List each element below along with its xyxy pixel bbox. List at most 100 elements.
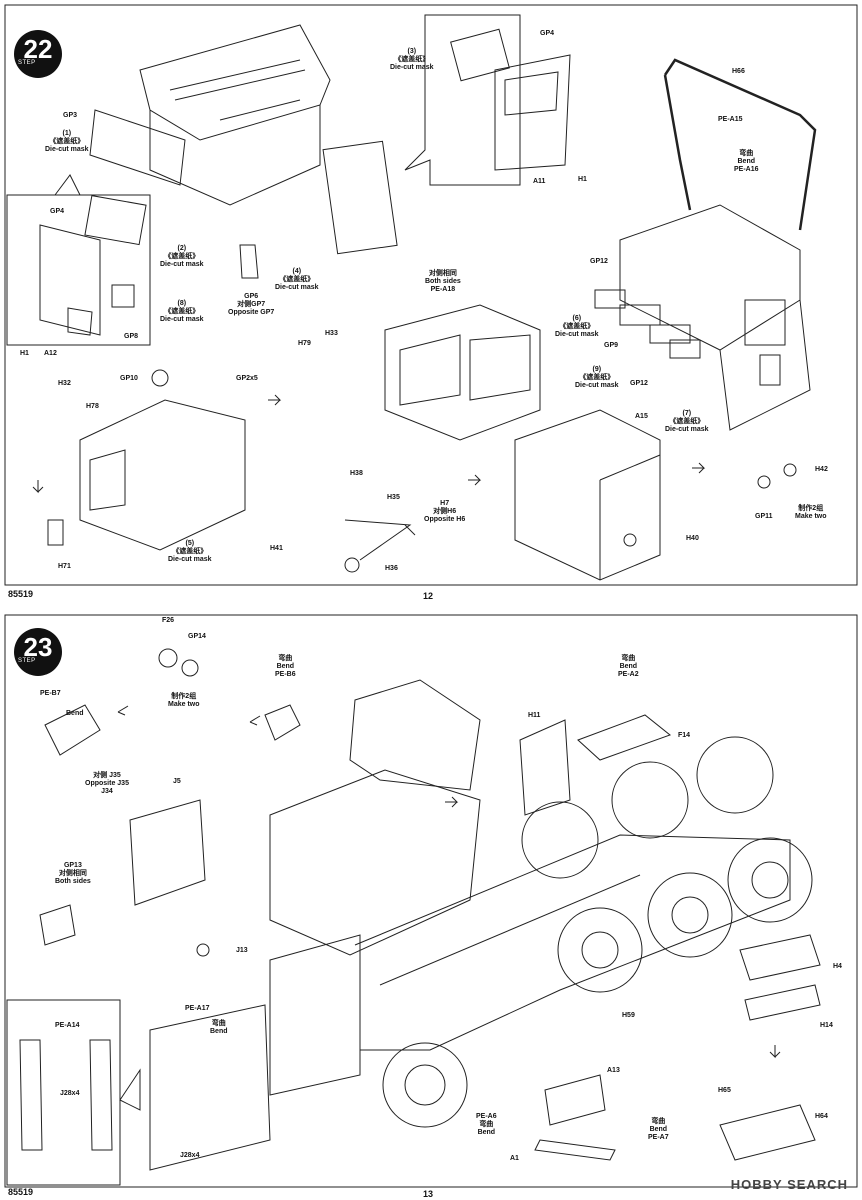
text: Die-cut mask [575,382,619,389]
label-a13: A13 [607,1067,620,1074]
label-h64: H64 [815,1113,828,1120]
label-gp9: GP9 [604,342,619,349]
text: GP6 [244,293,259,300]
text: Bend [737,158,756,165]
text: Both sides [425,278,461,285]
step-word: STEP [18,658,36,664]
label-die2: (2) 《遮盖纸》 Die-cut mask [160,245,204,269]
step-number: 23 [23,632,53,662]
text: (6) [572,315,582,322]
label-pea2: 弯曲 Bend PE-A2 [618,655,639,679]
label-gp6: GP6 对侧GP7 Opposite GP7 [228,293,274,317]
label-pea15: PE-A15 [718,116,743,123]
step-word: STEP [18,60,36,66]
label-pea6: PE-A6 弯曲 Bend [476,1113,497,1137]
label-j5: J5 [173,778,181,785]
text: Die-cut mask [555,331,599,338]
label-h71: H71 [58,563,71,570]
glass-parts [594,289,701,359]
label-h33: H33 [325,330,338,337]
text: 制作2组 [171,693,197,700]
label-gp12-top: GP12 [590,258,608,265]
text: (4) [292,268,302,275]
label-pea14: PE-A14 [55,1022,80,1029]
product-code: 85519 [8,1187,34,1197]
text: PE-A18 [430,286,456,293]
text: 对侧相同 [428,270,457,277]
label-peb6: 弯曲 Bend PE-B6 [275,655,296,679]
label-h42: H42 [815,466,828,473]
text: 《遮盖纸》 [49,138,85,145]
label-h35: H35 [387,494,400,501]
text: 《遮盖纸》 [164,308,200,315]
label-bend-b7: Bend [66,710,84,717]
label-gp4-top: GP4 [540,30,555,37]
text: 对侧 J35 [93,772,121,779]
step23-parts [39,648,821,1171]
cab-left-lower [47,369,246,551]
text: Opposite J35 [85,780,129,787]
label-gp8: GP8 [124,333,139,340]
label-h38: H38 [350,470,363,477]
text: Die-cut mask [168,556,212,563]
label-gp4-inset: GP4 [50,208,65,215]
gp8-part [111,284,135,308]
text: 《遮盖纸》 [669,418,705,425]
label-gp3: GP3 [63,112,78,119]
label-a11: A11 [533,178,546,185]
text: 弯曲 [739,150,754,157]
text: PE-A16 [734,166,759,173]
label-j28x4: J28x4 [180,1152,200,1159]
label-die5: (5) 《遮盖纸》 Die-cut mask [168,540,212,564]
label-h36: H36 [385,565,398,572]
label-die6: (6) 《遮盖纸》 Die-cut mask [555,315,599,339]
gp4-window [450,28,510,82]
text: Both sides [55,878,91,885]
label-gp14: GP14 [188,633,206,640]
text: Bend [619,663,638,670]
text: 对侧H6 [433,508,457,515]
label-pea17: PE-A17 [185,1005,210,1012]
label-gp13: GP13 对侧相同 Both sides [55,862,91,886]
text: H7 [440,500,450,507]
text: J34 [101,788,113,795]
text: PE-B6 [275,671,296,678]
text: 制作2组 [798,505,824,512]
step23-frame [4,614,858,1188]
label-h32: H32 [58,380,71,387]
label-gp11: GP11 [755,513,773,520]
text: 弯曲 [211,1020,226,1027]
text: 《遮盖纸》 [394,56,430,63]
text: GP13 [63,862,82,869]
label-j13: J13 [236,947,248,954]
label-h4: H4 [833,963,842,970]
gp4-inset [84,195,147,246]
text: 弯曲 [278,655,293,662]
text: 《遮盖纸》 [279,276,315,283]
label-die4: (4) 《遮盖纸》 Die-cut mask [275,268,319,292]
truck-chassis [269,679,791,1096]
label-h65: H65 [718,1087,731,1094]
label-die3: (3) 《遮盖纸》 Die-cut mask [390,48,434,72]
label-h66: H66 [732,68,745,75]
label-peb7: PE-B7 [40,690,61,697]
text: 《遮盖纸》 [559,323,595,330]
text: (9) [592,366,602,373]
step-23-badge: 23 STEP [14,628,62,676]
label-h1-top: H1 [578,176,587,183]
text: 对侧GP7 [237,301,266,308]
text: (5) [185,540,195,547]
label-die9: (9) 《遮盖纸》 Die-cut mask [575,366,619,390]
label-bend1: 弯曲 Bend PE-A16 [734,150,759,174]
text: 弯曲 [621,655,636,662]
text: PE-A6 [476,1113,497,1120]
label-gp2x5: GP2x5 [236,375,258,382]
hood-a15 [514,409,661,581]
label-h59: H59 [622,1012,635,1019]
text: 《遮盖纸》 [579,374,615,381]
text: (3) [407,48,417,55]
label-die8: (8) 《遮盖纸》 Die-cut mask [160,300,204,324]
text: Bend [210,1028,228,1035]
watermark: HOBBY SEARCH [730,1177,848,1192]
